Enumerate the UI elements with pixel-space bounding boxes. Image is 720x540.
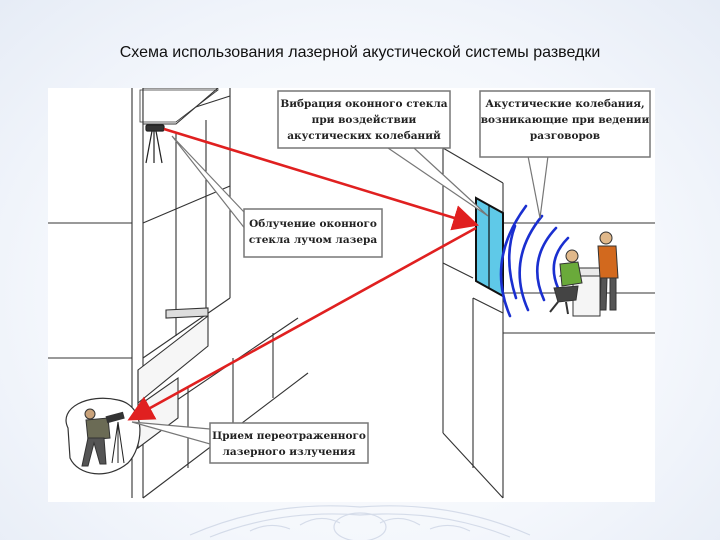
laser-beam-outgoing	[163, 127, 479, 231]
emblem-watermark	[189, 505, 531, 540]
laser-beam-reflected	[127, 226, 477, 421]
slide-title: Схема использования лазерной акустическо…	[119, 44, 601, 61]
laser-transmitter-icon	[145, 124, 165, 164]
sound-waves	[499, 204, 570, 318]
target-window	[475, 196, 504, 298]
callout-vibration-line-1: Вибрация оконного стекла	[280, 98, 447, 110]
callout-reception: Црием переотраженного лазерного излучени…	[131, 421, 369, 464]
office-people-icon	[549, 231, 619, 317]
callout-acoustic-line-1: Акустические колебания,	[485, 98, 644, 110]
callout-acoustic: Акустические колебания, возникающие при …	[479, 90, 651, 219]
upper-window	[139, 88, 220, 125]
callout-vibration: Вибрация оконного стекла при воздействии…	[277, 90, 489, 217]
callout-irradiation: Облучение оконного стекла лучом лазера	[171, 135, 383, 258]
callout-vibration-line-2: при воздействии	[312, 114, 417, 126]
callout-irradiation-line-1: Облучение оконного	[249, 218, 377, 230]
callout-reception-line-2: лазерного излучения	[223, 446, 356, 458]
callout-acoustic-line-2: возникающие при ведении	[481, 114, 650, 126]
lower-window	[137, 307, 209, 450]
diagram-svg: Вибрация оконного стекла при воздействии…	[48, 88, 655, 499]
laser-beams	[127, 127, 479, 421]
diagram-panel: Вибрация оконного стекла при воздействии…	[48, 88, 655, 502]
callout-irradiation-line-2: стекла лучом лазера	[249, 234, 378, 246]
right-building	[442, 147, 655, 499]
receiver-operator-icon	[65, 397, 141, 475]
callout-reception-line-1: Црием переотраженного	[212, 430, 366, 442]
callout-vibration-line-3: акустических колебаний	[287, 130, 441, 142]
callout-acoustic-line-3: разговоров	[530, 130, 600, 142]
